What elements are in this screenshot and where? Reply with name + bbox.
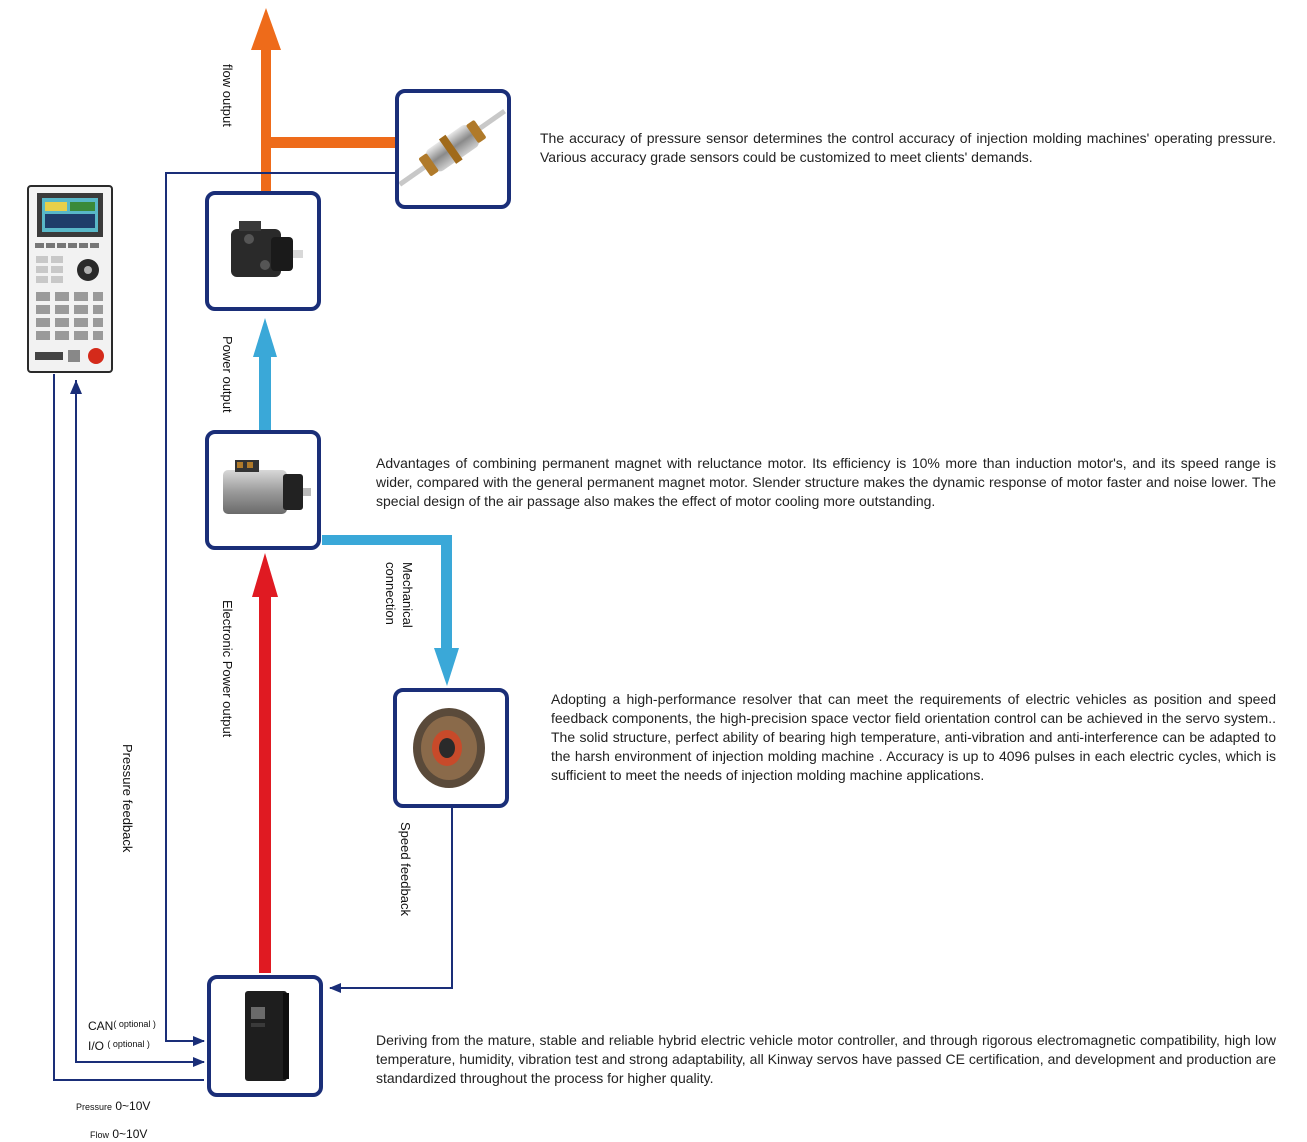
pump-image (231, 221, 303, 277)
can-text: CAN (88, 1019, 114, 1033)
power-output-arrow (253, 318, 277, 430)
pressure-text: Pressure (76, 1102, 113, 1112)
motor-image (223, 460, 311, 514)
resolver-box (393, 688, 509, 808)
flow-range-text: 0~10V (112, 1127, 148, 1141)
pressure-feedback-arrowhead (70, 380, 82, 394)
motor-box (205, 430, 321, 550)
resolver-description: Adopting a high-performance resolver tha… (551, 691, 1276, 783)
pressure-range-label: Pressure 0~10V (76, 1099, 150, 1113)
flow-range-label: Flow 0~10V (90, 1127, 147, 1141)
servo-drive-box (207, 975, 323, 1097)
mechanical-connection-arrow (322, 535, 459, 686)
pressure-sensor-description: The accuracy of pressure sensor determin… (540, 130, 1276, 165)
pressure-feedback-line (53, 374, 204, 1081)
pressure-sensor-box (395, 89, 511, 209)
io-label: I/O ( optional ) (88, 1039, 150, 1053)
controller-panel-image (27, 185, 113, 373)
io-text: I/O (88, 1039, 105, 1053)
electronic-power-output-label: Electronic Power output (220, 600, 235, 738)
io-line (75, 380, 205, 1067)
electronic-power-arrow (252, 553, 278, 973)
servo-drive-description: Deriving from the mature, stable and rel… (376, 1032, 1276, 1086)
flow-output-arrow (251, 8, 398, 192)
speed-feedback-label: Speed feedback (398, 822, 413, 916)
pressure-range-text: 0~10V (115, 1099, 151, 1113)
pressure-sensor-signal-line (165, 172, 398, 1046)
flow-output-label: flow output (220, 64, 235, 127)
pressure-sensor-image (398, 109, 506, 187)
can-optional-text: ( optional ) (113, 1019, 156, 1029)
mechanical-connection-label-line2: connection (383, 562, 398, 625)
resolver-image (413, 708, 485, 788)
motor-description: Advantages of combining permanent magnet… (376, 455, 1276, 509)
speed-feedback-line (329, 806, 453, 993)
flow-text: Flow (90, 1130, 110, 1140)
pump-box (205, 191, 321, 311)
power-output-label: Power output (220, 336, 235, 413)
pressure-feedback-label: Pressure feedback (120, 744, 135, 853)
can-label: CAN( optional ) (88, 1019, 156, 1033)
io-optional-text: ( optional ) (107, 1039, 150, 1049)
mechanical-connection-label-line1: Mechanical (400, 562, 415, 628)
servo-drive-image (245, 991, 289, 1081)
